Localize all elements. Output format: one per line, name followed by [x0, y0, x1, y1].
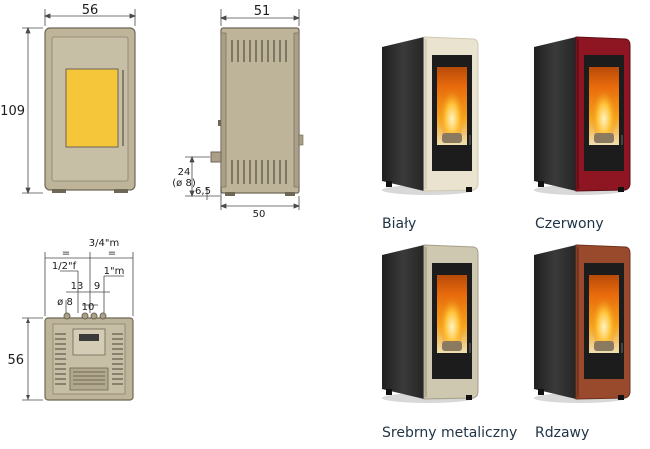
stove-foot: [618, 395, 624, 400]
stove-foot: [618, 187, 624, 192]
stove-foot: [538, 389, 544, 395]
stove-burner-pot: [594, 341, 614, 351]
stove-flame: [439, 291, 465, 351]
stove-foot: [466, 187, 472, 192]
side-outlet-pipe: [210, 151, 222, 163]
diameter-8-label: ø 8: [57, 297, 73, 308]
conn-half-label: 1/2"f: [52, 261, 77, 272]
side-depth-top-label: 51: [254, 4, 271, 19]
stove-burner-pot: [442, 341, 462, 351]
color-label-srebrny: Srebrny metaliczny: [382, 425, 518, 441]
color-label-rdzawy: Rdzawy: [535, 425, 590, 441]
stove-foot: [386, 181, 392, 187]
door-glass: [65, 68, 119, 148]
top-depth-label: 56: [7, 353, 24, 368]
side-depth-top-dimension: [219, 9, 301, 26]
stove-foot: [538, 181, 544, 187]
front-foot-left: [52, 189, 66, 193]
color-label-bialy: Biały: [382, 216, 417, 232]
stove-render-bialy: [382, 36, 479, 195]
stove-door-handle: [469, 135, 471, 145]
outlet-offset-label: 6,5: [195, 186, 211, 197]
bottom-grille: [69, 367, 109, 391]
front-view-drawing: [44, 27, 136, 193]
front-height-dimension: [22, 26, 43, 195]
spacing-9-label: 9: [94, 281, 100, 292]
stove-foot: [466, 395, 472, 400]
stove-flame: [591, 291, 617, 351]
equal-left-label: =: [62, 248, 70, 259]
front-width-label: 56: [82, 3, 99, 18]
front-width-dimension: [43, 9, 137, 26]
front-foot-right: [114, 189, 128, 193]
stove-render-czerwony: [534, 36, 631, 195]
top-view-drawing: [44, 312, 134, 401]
stove-render-srebrny: [382, 244, 479, 403]
stove-renders: [382, 36, 631, 403]
stove-flame: [439, 83, 465, 143]
stove-burner-pot: [594, 133, 614, 143]
equal-right-label: =: [108, 248, 116, 259]
stove-side-panel: [534, 37, 576, 191]
side-bottom-louvers: [231, 160, 287, 184]
outlet-height-dimension: [185, 155, 222, 200]
conn-three-quarter-label: 3/4"m: [89, 238, 119, 249]
stove-render-rdzawy: [534, 244, 631, 403]
top-left-vents: [55, 333, 66, 385]
stove-side-panel: [382, 37, 424, 191]
stove-foot: [386, 389, 392, 395]
connection-flue: [63, 312, 71, 320]
side-top-louvers: [231, 40, 287, 62]
outlet-diameter-label: (ø 8): [172, 178, 196, 189]
color-label-czerwony: Czerwony: [535, 216, 604, 232]
front-height-label: 109: [0, 104, 25, 119]
stove-door-handle: [621, 343, 623, 353]
connection-mid: [90, 312, 98, 320]
control-panel: [72, 328, 106, 356]
side-depth-bottom-dimension: [219, 196, 301, 210]
stove-flame: [591, 83, 617, 143]
outlet-height-label: 24: [178, 167, 191, 178]
stove-side-panel: [382, 245, 424, 399]
side-depth-bottom-label: 50: [253, 209, 266, 220]
connection-left: [81, 312, 89, 320]
side-view-drawing: [210, 27, 304, 196]
stove-burner-pot: [442, 133, 462, 143]
conn-one-label: 1"m: [104, 266, 125, 277]
stove-door-handle: [469, 343, 471, 353]
stove-door-handle: [621, 135, 623, 145]
top-view-dimensions: [22, 252, 134, 401]
connection-right: [99, 312, 107, 320]
spacing-10-label: 10: [82, 302, 95, 313]
stove-side-panel: [534, 245, 576, 399]
spacing-13-label: 13: [71, 281, 84, 292]
top-right-vents: [112, 333, 123, 385]
